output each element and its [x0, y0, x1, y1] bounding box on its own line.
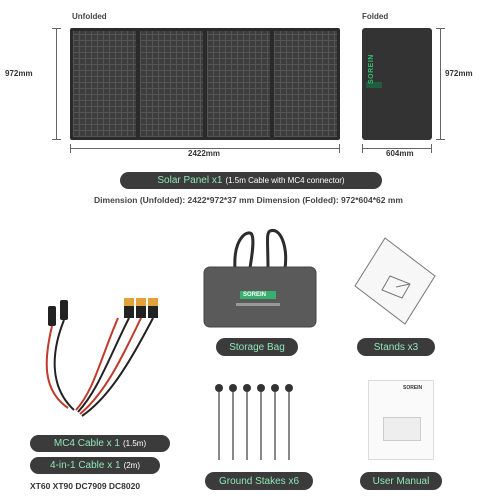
- ground-stakes-pill: Ground Stakes x6: [205, 472, 313, 490]
- dimension-tick: [431, 144, 432, 153]
- stands-pill: Stands x3: [357, 338, 435, 356]
- user-manual-label: User Manual: [372, 475, 430, 487]
- stands-label: Stands x3: [373, 341, 419, 353]
- cables-illustration: [45, 298, 158, 417]
- manual-brand: SOREIN: [403, 385, 423, 391]
- panel-cell: [207, 31, 270, 137]
- width-label-unfolded: 2422mm: [188, 149, 221, 158]
- unfolded-label: Unfolded: [72, 12, 107, 21]
- folded-label: Folded: [362, 12, 389, 21]
- ground-stakes-label: Ground Stakes x6: [218, 475, 300, 487]
- panel-cell: [140, 31, 203, 137]
- mc4-cable-label: MC4 Cable x 1: [53, 438, 120, 449]
- connector-types: XT60 XT90 DC7909 DC8020: [30, 481, 141, 491]
- storage-bag-illustration: [203, 229, 317, 328]
- dimension-tick: [436, 139, 445, 140]
- dimension-tick: [52, 28, 61, 29]
- four-in-one-cable-length: (2m): [123, 461, 141, 470]
- four-in-one-cable-pill: 4-in-1 Cable x 1 (2m): [30, 457, 160, 474]
- dimension-tick: [339, 144, 340, 153]
- dimension-tick: [52, 139, 61, 140]
- panel-cell: [73, 31, 136, 137]
- folded-solar-panel: SOREIN: [362, 28, 432, 140]
- solar-panel-pill: Solar Panel x1 (1.5m Cable with MC4 conn…: [120, 172, 382, 189]
- dimension-tick: [70, 144, 71, 153]
- unfolded-solar-panel: [70, 28, 340, 140]
- height-label-left: 972mm: [4, 68, 34, 79]
- height-label-right: 972mm: [444, 68, 474, 79]
- width-label-folded: 604mm: [386, 149, 414, 158]
- height-dimension-line: [56, 28, 57, 140]
- manual-cover-image: [383, 417, 421, 441]
- storage-bag-label: Storage Bag: [229, 341, 285, 353]
- solar-panel-cable-note: (1.5m Cable with MC4 connector): [225, 176, 345, 185]
- folded-panel-tab: [366, 82, 382, 88]
- dimension-spec-text: Dimension (Unfolded): 2422*972*37 mm Dim…: [94, 195, 403, 205]
- panel-cell: [274, 31, 337, 137]
- width-dimension-line: [70, 148, 340, 149]
- dimension-tick: [436, 28, 445, 29]
- user-manual-pill: User Manual: [360, 472, 442, 490]
- width-dimension-line: [362, 148, 432, 149]
- bag-brand: SOREIN: [243, 292, 267, 298]
- folded-panel-brand: SOREIN: [368, 54, 375, 84]
- ground-stakes-illustration: [215, 384, 293, 460]
- dimension-tick: [362, 144, 363, 153]
- stands-illustration: [354, 237, 436, 325]
- height-dimension-line: [440, 28, 441, 140]
- mc4-cable-length: (1.5m): [123, 439, 147, 448]
- storage-bag-pill: Storage Bag: [216, 338, 298, 356]
- user-manual-illustration: SOREIN: [368, 380, 434, 460]
- solar-panel-title: Solar Panel x1: [157, 175, 223, 186]
- four-in-one-cable-label: 4-in-1 Cable x 1: [49, 460, 121, 471]
- mc4-cable-pill: MC4 Cable x 1 (1.5m): [30, 435, 170, 452]
